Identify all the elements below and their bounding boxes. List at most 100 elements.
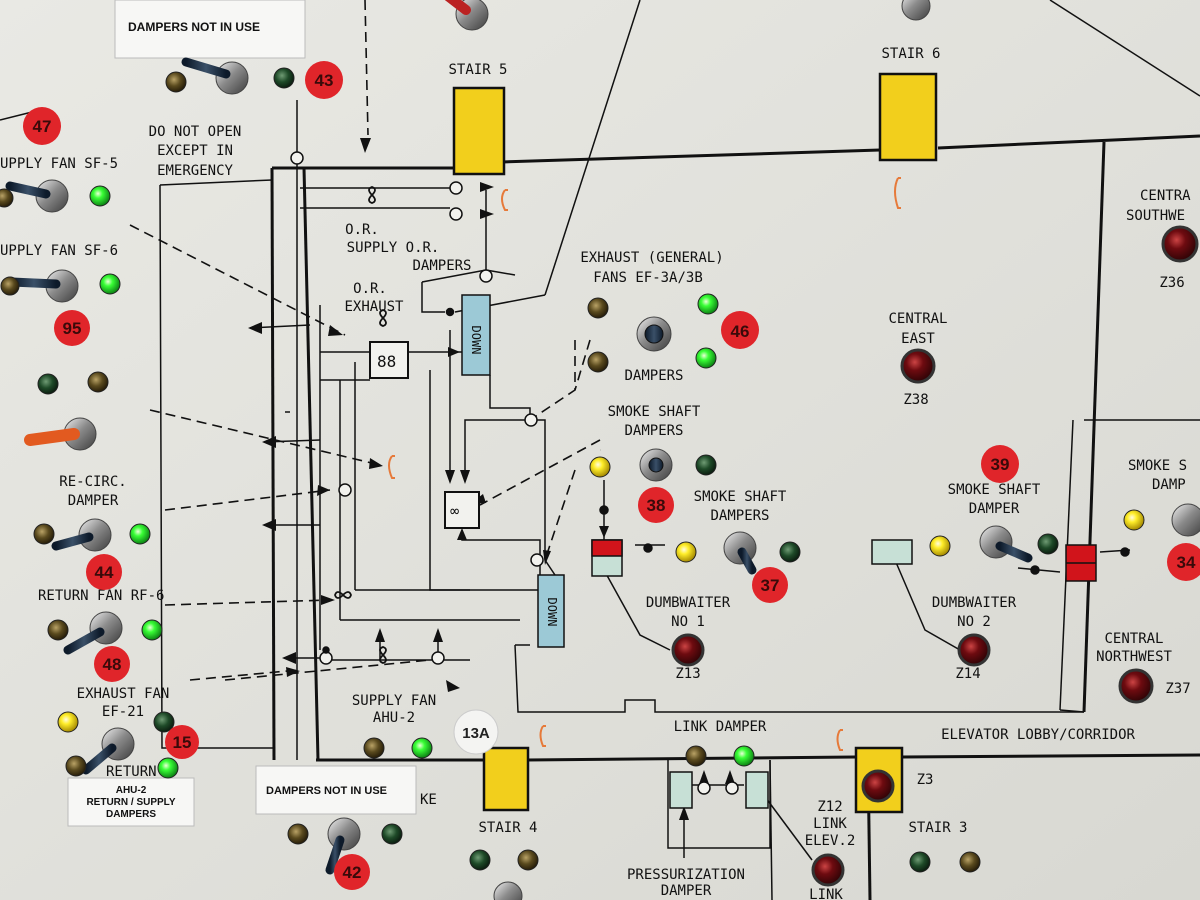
fan-symbols (334, 186, 387, 664)
svg-text:O.R.: O.R. (345, 222, 379, 238)
text-labels: DO NOT OPEN EXCEPT IN EMERGENCY UPPLY FA… (0, 46, 1191, 900)
svg-text:48: 48 (103, 655, 122, 674)
svg-text:STAIR 3: STAIR 3 (908, 820, 967, 836)
svg-text:39: 39 (991, 455, 1010, 474)
tag-46: 46 (721, 311, 759, 349)
svg-text:DAMPERS: DAMPERS (710, 508, 769, 524)
tag-15: 15 (165, 725, 199, 759)
toggle-supply-fan-sf6[interactable] (7, 269, 79, 303)
toggle-smoke-shaft-damper[interactable] (979, 525, 1033, 563)
toggle-supply-fan-sf5[interactable] (5, 179, 69, 213)
smoke-damper-dumbwaiter-1 (591, 539, 623, 577)
svg-text:STAIR 5: STAIR 5 (448, 62, 507, 78)
svg-text:EXHAUST (GENERAL): EXHAUST (GENERAL) (580, 250, 723, 266)
svg-text:LINK: LINK (813, 816, 847, 832)
led-exhaust-green-2 (695, 347, 717, 369)
tag-13a: 13A (453, 709, 499, 755)
svg-text:LINK: LINK (809, 887, 843, 900)
toggle-recirc-damper[interactable] (51, 518, 112, 552)
note-ahu2-return-supply: AHU-2 RETURN / SUPPLY DAMPERS (67, 777, 195, 827)
note-dampers-not-in-use-bottom: DAMPERS NOT IN USE (255, 765, 417, 815)
tag-95: 95 (54, 310, 90, 346)
down-label-1: DOWN (469, 326, 483, 355)
toggle-dampers-bottom[interactable] (325, 817, 361, 875)
svg-text:SMOKE SHAFT: SMOKE SHAFT (694, 489, 787, 505)
led-sf6-amber (0, 276, 20, 296)
tag-48: 48 (94, 646, 130, 682)
dashed-signal-lines (129, 0, 601, 681)
svg-text:SOUTHWE: SOUTHWE (1126, 208, 1185, 224)
toggle-smoke-right[interactable] (1171, 503, 1200, 537)
led-smoke4-yellow (1123, 509, 1145, 531)
svg-text:DAMPERS: DAMPERS (624, 368, 683, 384)
svg-text:DAMPER: DAMPER (661, 883, 712, 899)
svg-text:EF-21: EF-21 (102, 704, 144, 720)
led-ef21-darkgreen (153, 711, 175, 733)
led-bottom-amber (287, 823, 309, 845)
toggle-return-fan-rf6[interactable] (63, 611, 123, 655)
svg-text:PRESSURIZATION: PRESSURIZATION (627, 867, 745, 883)
link-damper-box-left (669, 771, 693, 809)
down-duct-1: DOWN (461, 294, 491, 376)
tag-42: 42 (334, 854, 370, 890)
led-stair3-darkgreen (909, 851, 931, 873)
svg-text:DAMPERS: DAMPERS (624, 423, 683, 439)
svg-text:SUPPLY O.R.: SUPPLY O.R. (347, 240, 440, 256)
toggle-stair4-bottom[interactable] (493, 881, 523, 900)
svg-text:EXHAUST: EXHAUST (344, 299, 404, 315)
svg-text:Z14: Z14 (955, 666, 980, 682)
toggle-exhaust-fan-ef21[interactable] (81, 727, 135, 775)
tag-34: 34 (1167, 543, 1200, 581)
svg-text:CENTRA: CENTRA (1140, 188, 1191, 204)
svg-text:DAMPERS NOT IN USE: DAMPERS NOT IN USE (128, 20, 260, 34)
led-sf6-green (99, 273, 121, 295)
svg-text:AHU-2: AHU-2 (116, 785, 147, 796)
toggle-dampers-not-in-use[interactable] (181, 57, 249, 95)
svg-text:95: 95 (63, 319, 82, 338)
toggle-exhaust-general[interactable] (636, 316, 672, 352)
svg-text:LINK DAMPER: LINK DAMPER (674, 719, 767, 735)
down-duct-2: DOWN (537, 574, 565, 648)
phone-icons (388, 177, 901, 751)
led-link-amber (685, 745, 707, 767)
svg-text:SMOKE S: SMOKE S (1128, 458, 1187, 474)
svg-text:RETURN FAN RF-6: RETURN FAN RF-6 (38, 588, 164, 604)
led-stair4-amber (517, 849, 539, 871)
svg-text:EXHAUST FAN: EXHAUST FAN (77, 686, 170, 702)
led-smoke3-yellow (929, 535, 951, 557)
svg-text:Z38: Z38 (903, 392, 928, 408)
phone-icon (388, 455, 395, 479)
led-recirc-amber (33, 523, 55, 545)
led-recirc-green (129, 523, 151, 545)
number-tags: 47 43 95 46 38 37 39 34 44 48 15 42 13A (23, 61, 1200, 890)
toggle-smoke-shaft-1[interactable] (639, 448, 673, 482)
svg-text:DAMPER: DAMPER (969, 501, 1020, 517)
led-exhaust-green-1 (697, 293, 719, 315)
arrow-heads (248, 138, 735, 820)
svg-text:Z36: Z36 (1159, 275, 1184, 291)
svg-text:DO NOT OPEN: DO NOT OPEN (149, 124, 242, 140)
toggle-left-orange[interactable] (24, 417, 97, 451)
svg-text:RETURN / SUPPLY: RETURN / SUPPLY (86, 797, 175, 808)
svg-text:AHU-2: AHU-2 (373, 710, 415, 726)
led-smoke3-darkgreen (1037, 533, 1059, 555)
svg-text:NO 2: NO 2 (957, 614, 991, 630)
lamp-z14 (957, 633, 991, 667)
toggle-supply-top[interactable] (440, 0, 489, 31)
toggle-stair6-top[interactable] (901, 0, 931, 21)
svg-text:Z12: Z12 (817, 799, 842, 815)
svg-text:DAMPER: DAMPER (68, 493, 119, 509)
led-left-darkgreen (37, 373, 59, 395)
svg-text:ELEV.2: ELEV.2 (805, 833, 856, 849)
svg-text:15: 15 (173, 733, 192, 752)
svg-text:CENTRAL: CENTRAL (1104, 631, 1163, 647)
svg-text:FANS EF-3A/3B: FANS EF-3A/3B (593, 270, 703, 286)
svg-text:SUPPLY FAN: SUPPLY FAN (352, 693, 436, 709)
led-ahu2-amber (363, 737, 385, 759)
led-rf6-amber (47, 619, 69, 641)
toggle-smoke-shaft-2[interactable] (723, 531, 757, 575)
led-left-amber (87, 371, 109, 393)
lamp-z38 (900, 348, 936, 384)
svg-text:STAIR 4: STAIR 4 (478, 820, 537, 836)
